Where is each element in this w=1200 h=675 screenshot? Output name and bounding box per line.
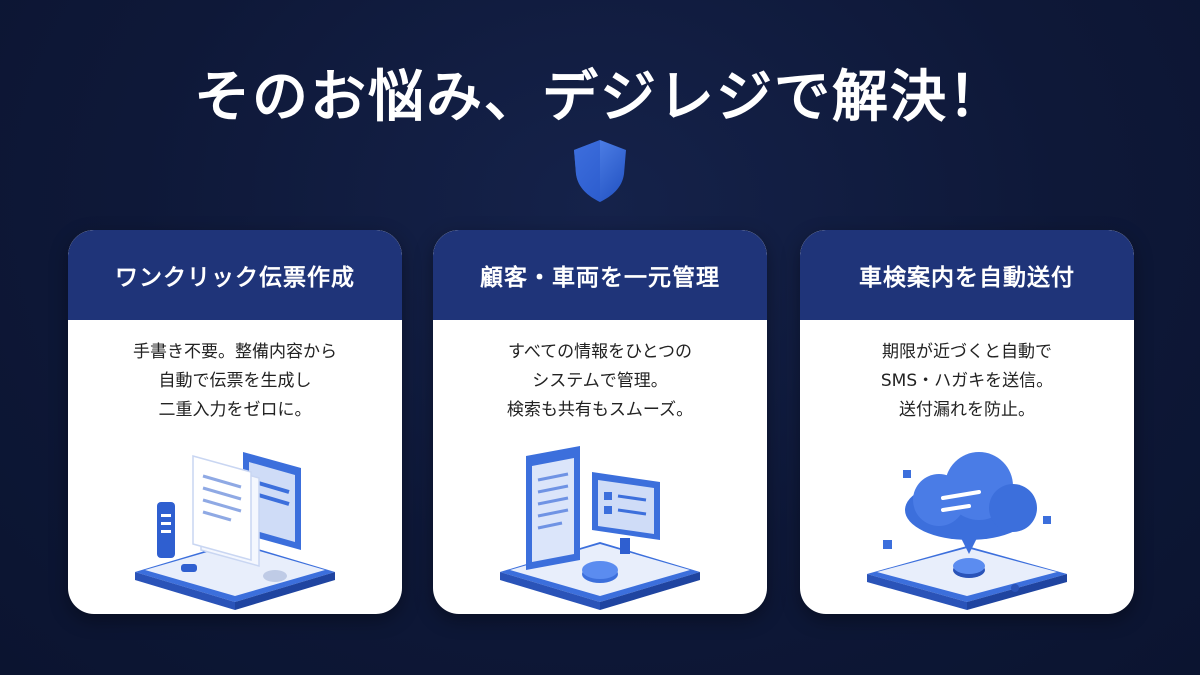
card-title: 顧客・車両を一元管理 bbox=[433, 230, 767, 320]
card-title: 車検案内を自動送付 bbox=[800, 230, 1134, 320]
shield-icon bbox=[574, 140, 626, 202]
card-description-line: 検索も共有もスムーズ。 bbox=[506, 400, 694, 420]
feature-card-customer: 顧客・車両を一元管理 すべての情報をひとつの システムで管理。 検索も共有もスム… bbox=[433, 230, 767, 614]
card-description-line: 手書き不要。整備内容から bbox=[133, 342, 337, 362]
card-description-line: 期限が近づくと自動で bbox=[882, 342, 1052, 362]
card-description: 手書き不要。整備内容から 自動で伝票を生成し 二重入力をゼロに。 bbox=[68, 320, 402, 425]
card-description: 期限が近づくと自動で SMS・ハガキを送信。 送付漏れを防止。 bbox=[800, 320, 1134, 425]
card-description-line: システムで管理。 bbox=[532, 371, 668, 391]
card-description-line: SMS・ハガキを送信。 bbox=[880, 371, 1054, 391]
document-invoice-illustration bbox=[135, 452, 335, 610]
cloud-message-illustration bbox=[867, 452, 1067, 610]
feature-card-invoice: ワンクリック伝票作成 手書き不要。整備内容から 自動で伝票を生成し 二重入力をゼ… bbox=[68, 230, 402, 614]
card-description-line: 送付漏れを防止。 bbox=[899, 400, 1035, 420]
page-title: そのお悩み、デジレジで解決！ bbox=[194, 65, 1006, 130]
monitor-database-illustration bbox=[500, 446, 700, 610]
feature-card-inspection: 車検案内を自動送付 期限が近づくと自動で SMS・ハガキを送信。 送付漏れを防止… bbox=[800, 230, 1134, 614]
card-description-line: すべての情報をひとつの bbox=[508, 342, 692, 362]
card-description: すべての情報をひとつの システムで管理。 検索も共有もスムーズ。 bbox=[433, 320, 767, 425]
card-description-line: 自動で伝票を生成し bbox=[158, 371, 312, 391]
card-title: ワンクリック伝票作成 bbox=[68, 230, 402, 320]
card-description-line: 二重入力をゼロに。 bbox=[158, 400, 312, 420]
